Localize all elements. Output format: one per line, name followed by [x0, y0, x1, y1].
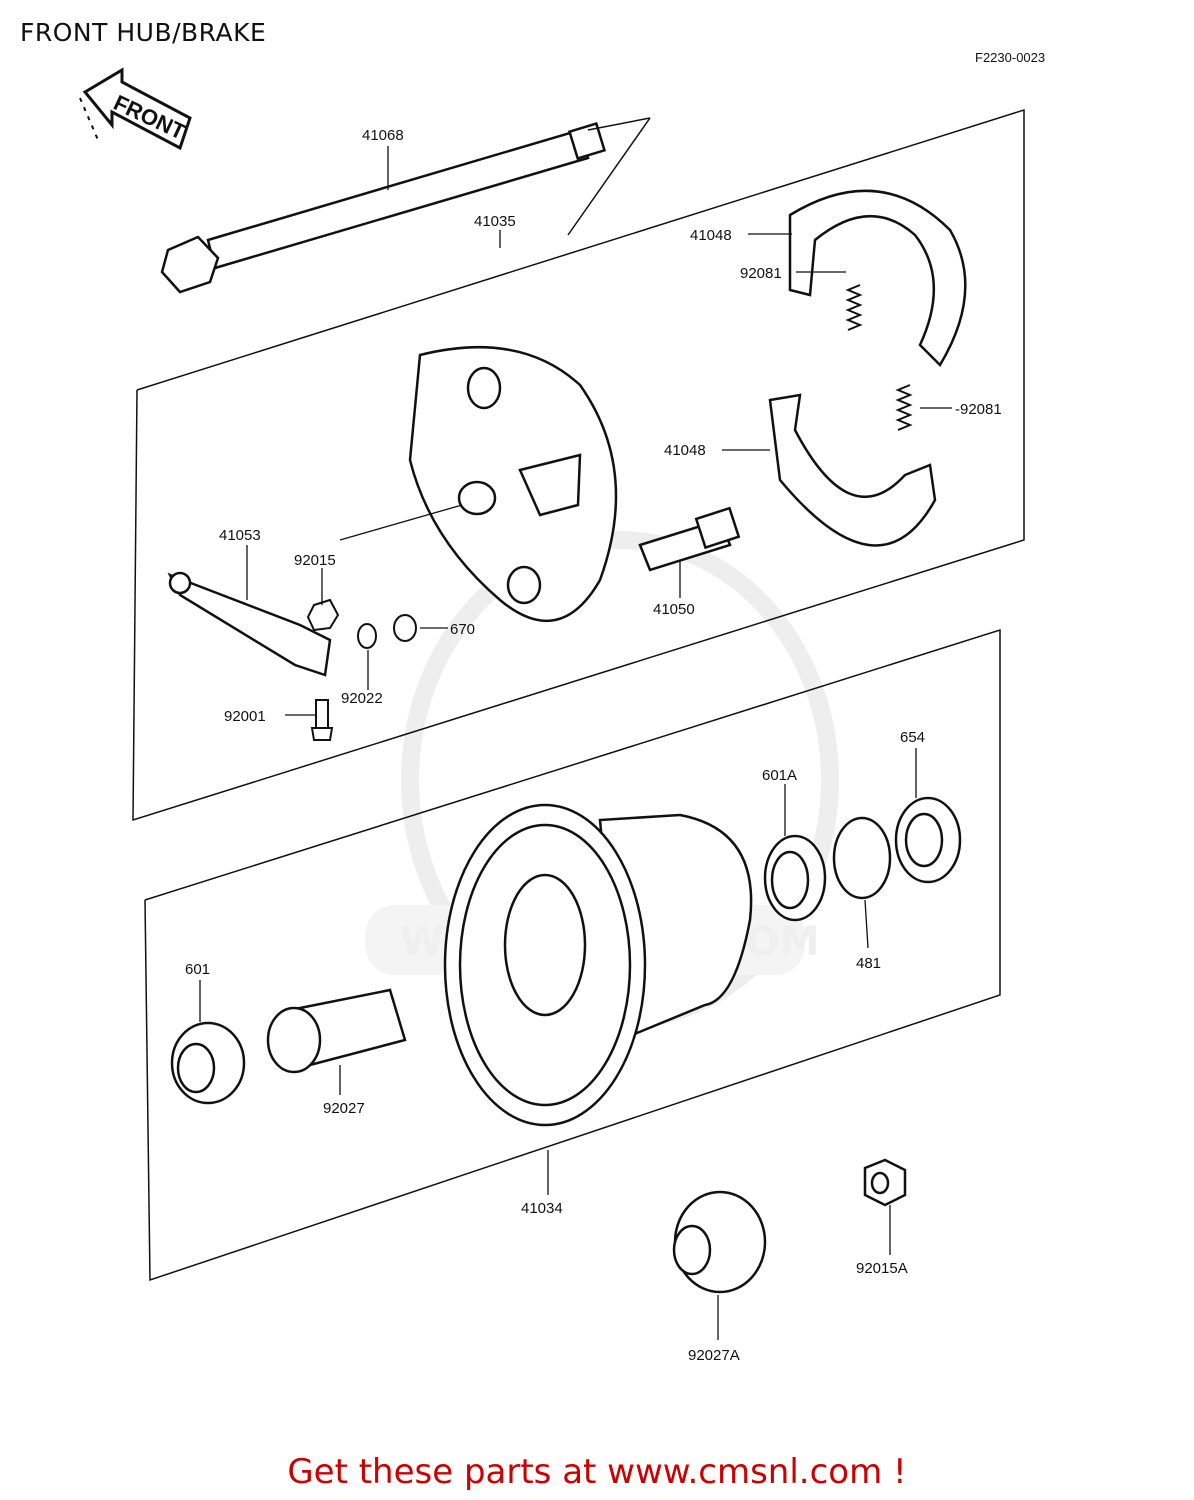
part-label: 41048	[664, 442, 706, 459]
part-label: 92001	[224, 708, 266, 725]
part-label: 601	[185, 961, 210, 978]
part-label: 41050	[653, 601, 695, 618]
panel-outlines	[132, 108, 1025, 1282]
circlip-481-icon	[832, 816, 892, 900]
part-label: 601A	[762, 767, 797, 784]
drawing-code: F2230-0023	[975, 50, 1046, 65]
brake-shoe-upper-icon	[788, 189, 967, 368]
part-label: 481	[856, 955, 881, 972]
leader-lines	[199, 146, 952, 1340]
part-label: 41035	[474, 213, 516, 230]
brake-panel-icon	[408, 345, 618, 623]
page-title: FRONT HUB/BRAKE	[20, 18, 267, 47]
part-label: 41053	[219, 527, 261, 544]
part-label: 92022	[341, 690, 383, 707]
axle-nut-92015a-icon	[863, 1158, 907, 1207]
return-spring-icon	[845, 284, 913, 431]
brake-lever-icon	[167, 571, 332, 677]
bearing-601a-icon	[763, 834, 827, 922]
part-labels: 41068 41035 41048 92081 -92081 41048 410…	[185, 127, 1002, 1364]
part-label: 41034	[521, 1200, 563, 1217]
part-label: -92081	[955, 401, 1002, 418]
wheel-hub-icon	[443, 803, 753, 1127]
part-label: 92015A	[856, 1260, 908, 1277]
nut-icon	[306, 598, 340, 632]
front-axle-icon	[160, 117, 651, 294]
part-label: 654	[900, 729, 925, 746]
shop-link[interactable]: Get these parts at www.cmsnl.com !	[287, 1452, 907, 1492]
part-label: 41068	[362, 127, 404, 144]
spacer-92027-icon	[266, 988, 407, 1074]
part-label: 92081	[740, 265, 782, 282]
washer-icon	[357, 614, 417, 649]
oil-seal-654-icon	[894, 796, 962, 884]
collar-92027a-icon	[672, 1190, 767, 1294]
part-label: 92015	[294, 552, 336, 569]
part-label: 92027	[323, 1100, 365, 1117]
part-label: 670	[450, 621, 475, 638]
front-arrow-icon: FRONT	[79, 67, 192, 151]
part-label: 92027A	[688, 1347, 740, 1364]
bearing-601-icon	[170, 1021, 246, 1105]
brake-shoe-lower-icon	[768, 393, 937, 547]
brake-camshaft-icon	[638, 506, 741, 572]
part-label: 41048	[690, 227, 732, 244]
bolt-icon	[310, 699, 334, 741]
